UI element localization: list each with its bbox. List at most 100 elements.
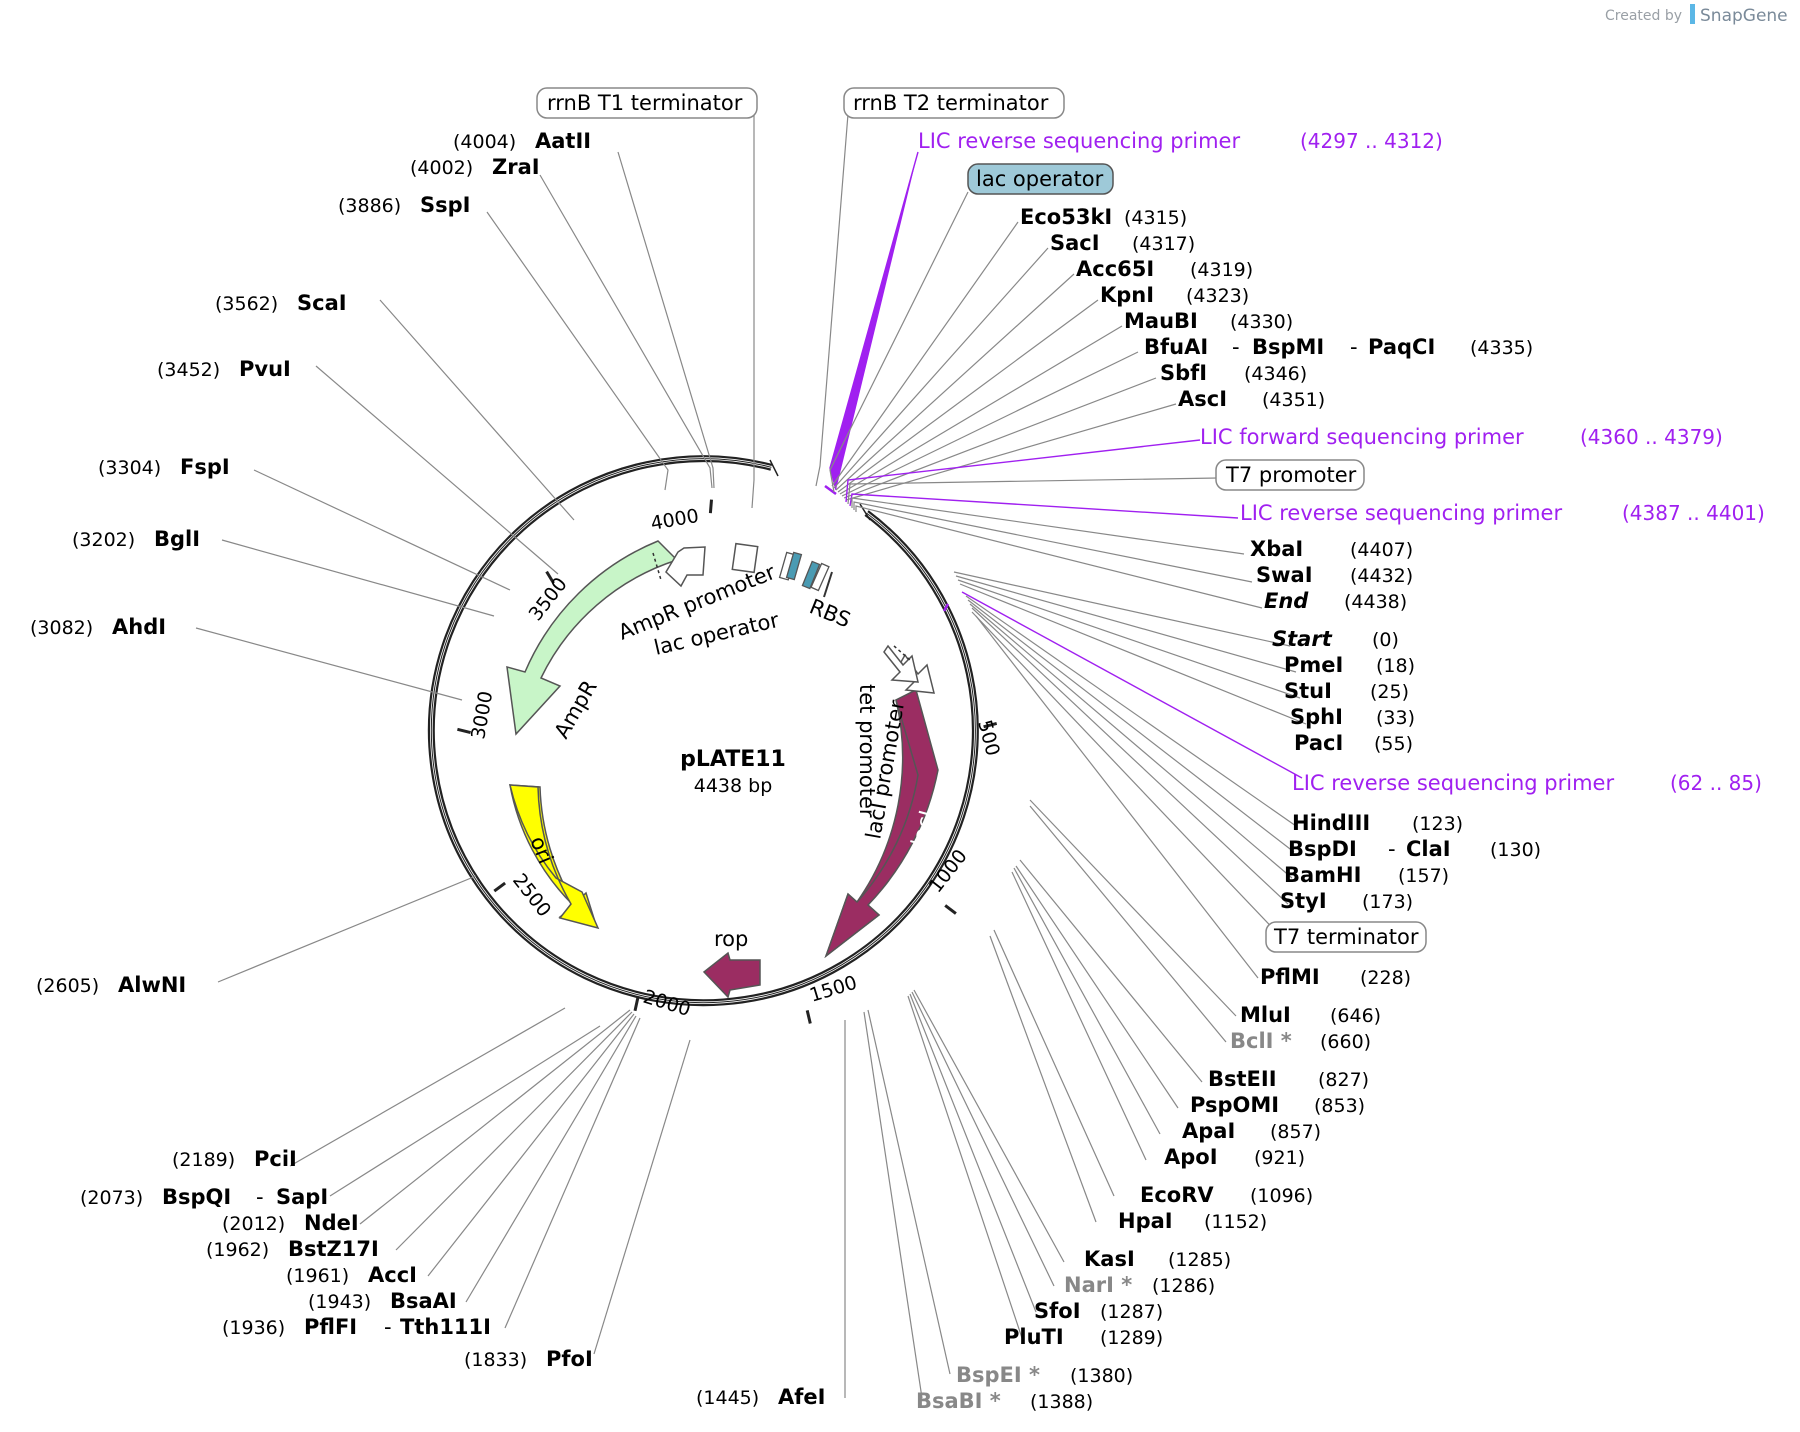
boxed-feature-rrnb-t2: rrnB T2 terminator [843, 87, 1065, 119]
svg-text:AhdI: AhdI [112, 615, 166, 639]
svg-text:StyI: StyI [1280, 889, 1327, 913]
site-asci: AscI(4351) [1178, 387, 1325, 411]
svg-text:-: - [1350, 335, 1358, 359]
svg-text:-: - [384, 1315, 392, 1339]
svg-text:LIC reverse sequencing primer: LIC reverse sequencing primer [1240, 501, 1562, 525]
svg-text:AlwNI: AlwNI [118, 973, 186, 997]
site-pflfi: (1936)PflFI-Tth111I [222, 1315, 491, 1339]
site-pvui: (3452)PvuI [157, 357, 291, 381]
svg-text:BspDI: BspDI [1288, 837, 1357, 861]
site-zrai: (4002)ZraI [410, 155, 540, 179]
site-pmei: PmeI(18) [1284, 653, 1415, 677]
svg-text:PspOMI: PspOMI [1190, 1093, 1279, 1117]
svg-text:(3452): (3452) [157, 359, 220, 381]
lac-operator-inner-box [731, 542, 759, 574]
svg-text:EcoRV: EcoRV [1140, 1183, 1214, 1207]
svg-text:(1380): (1380) [1070, 1365, 1133, 1387]
site-bspei: BspEI *(1380) [956, 1363, 1133, 1387]
boxed-feature-t7-promoter: T7 promoter [1215, 459, 1365, 491]
svg-text:(130): (130) [1490, 839, 1541, 861]
svg-text:(4407): (4407) [1350, 539, 1413, 561]
site-pluti: PluTI (1289) [1004, 1325, 1163, 1349]
svg-text:ScaI: ScaI [297, 291, 347, 315]
plasmid-name: pLATE11 [680, 747, 786, 772]
site-scai: (3562)ScaI [215, 291, 347, 315]
site-eco53ki: Eco53kI(4315) [1020, 205, 1187, 229]
site-sspi: (3886) SspI [338, 193, 470, 217]
svg-text:NdeI: NdeI [304, 1211, 359, 1235]
site-nari: NarI * (1286) [1064, 1273, 1215, 1297]
svg-text:Start: Start [1272, 627, 1333, 651]
site-apai: ApaI(857) [1182, 1119, 1321, 1143]
site-maubi: MauBI(4330) [1124, 309, 1293, 333]
svg-text:SapI: SapI [276, 1185, 328, 1209]
site-swai: SwaI(4432) [1256, 563, 1413, 587]
tick-label-2500: 2500 [508, 870, 555, 922]
tick-label-1000: 1000 [925, 845, 972, 897]
svg-text:(4002): (4002) [410, 157, 473, 179]
svg-text:SphI: SphI [1290, 705, 1343, 729]
svg-text:(2605): (2605) [36, 975, 99, 997]
rop-arrow [702, 951, 761, 999]
site-saci: SacI(4317) [1050, 231, 1195, 255]
site-ndei: (2012) NdeI [222, 1211, 359, 1235]
svg-text:(33): (33) [1376, 707, 1415, 729]
svg-text:LIC reverse sequencing primer: LIC reverse sequencing primer [918, 129, 1240, 153]
feature-arrows [506, 484, 950, 999]
svg-text:XbaI: XbaI [1250, 537, 1303, 561]
svg-text:lac operator: lac operator [976, 167, 1104, 191]
svg-text:(157): (157) [1398, 865, 1449, 887]
site-bstz17i: (1962)BstZ17I [206, 1237, 379, 1261]
svg-text:(4319): (4319) [1190, 259, 1253, 281]
svg-text:MauBI: MauBI [1124, 309, 1198, 333]
boxed-feature-t7-terminator: T7 terminator [1265, 921, 1427, 953]
svg-text:-: - [256, 1185, 264, 1209]
svg-text:(1286): (1286) [1152, 1275, 1215, 1297]
site-bspqi: (2073)BspQI-SapI [80, 1185, 328, 1209]
site-afei: (1445)AfeI [696, 1385, 825, 1409]
svg-text:HpaI: HpaI [1118, 1209, 1173, 1233]
svg-text:SspI: SspI [420, 193, 470, 217]
site-start: Start (0) [1272, 627, 1399, 651]
svg-text:(0): (0) [1372, 629, 1399, 651]
svg-text:(25): (25) [1370, 681, 1409, 703]
svg-text:(2073): (2073) [80, 1187, 143, 1209]
site-bsabi: BsaBI *(1388) [916, 1389, 1093, 1413]
ampr-promoter-arrow [665, 546, 706, 588]
svg-text:(3304): (3304) [98, 457, 161, 479]
svg-text:(1289): (1289) [1100, 1327, 1163, 1349]
svg-text:PaqCI: PaqCI [1368, 335, 1435, 359]
site-bgli: (3202)BglI [72, 527, 200, 551]
site-xbai: XbaI (4407) [1250, 537, 1413, 561]
svg-text:BspMI: BspMI [1252, 335, 1324, 359]
site-ecorv: EcoRV(1096) [1140, 1183, 1313, 1207]
boxed-feature-lac-operator: lac operator [967, 163, 1114, 195]
snapgene-logo-icon [1690, 4, 1695, 24]
svg-text:(4004): (4004) [453, 131, 516, 153]
site-fspi: (3304)FspI [98, 455, 230, 479]
svg-text:(173): (173) [1362, 891, 1413, 913]
site-styi: StyI (173) [1280, 889, 1413, 913]
site-sbfi: SbfI(4346) [1160, 361, 1307, 385]
svg-text:(2012): (2012) [222, 1213, 285, 1235]
svg-text:NarI *: NarI * [1064, 1273, 1132, 1297]
svg-text:BsaAI: BsaAI [390, 1289, 457, 1313]
svg-text:PluTI: PluTI [1004, 1325, 1064, 1349]
created-by-label: Created by [1605, 8, 1682, 24]
site-acci: (1961)AccI [286, 1263, 417, 1287]
svg-text:(827): (827) [1318, 1069, 1369, 1091]
site-aatii: (4004)AatII [453, 129, 591, 153]
svg-text:T7 promoter: T7 promoter [1225, 463, 1357, 487]
site-end: End (4438) [1264, 589, 1407, 613]
svg-text:(3886): (3886) [338, 195, 401, 217]
site-pflmi: PflMI(228) [1260, 965, 1411, 989]
svg-text:End: End [1264, 589, 1309, 613]
svg-text:(660): (660) [1320, 1031, 1371, 1053]
svg-text:T7 terminator: T7 terminator [1273, 925, 1419, 949]
svg-text:(646): (646) [1330, 1005, 1381, 1027]
svg-text:(4438): (4438) [1344, 591, 1407, 613]
ampr-arrow [506, 540, 679, 736]
site-paci: PacI(55) [1294, 731, 1413, 755]
svg-text:(1943): (1943) [308, 1291, 371, 1313]
svg-text:(1285): (1285) [1168, 1249, 1231, 1271]
